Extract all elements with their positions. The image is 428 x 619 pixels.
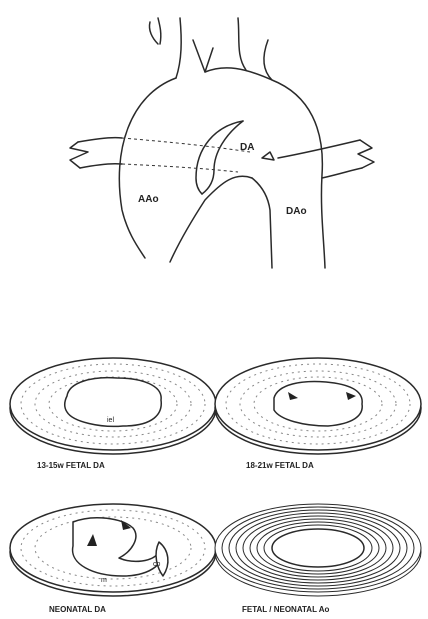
pa-dashed-lower bbox=[122, 164, 238, 172]
caption-18-21w: 18-21w FETAL DA bbox=[246, 461, 314, 470]
left-pa-lower bbox=[80, 164, 122, 168]
label-dao: DAo bbox=[286, 206, 307, 217]
aorta-left-wall bbox=[119, 78, 176, 258]
pa-dashed-upper bbox=[122, 138, 250, 152]
label-iel: iel bbox=[107, 417, 114, 424]
head-vessel-4 bbox=[238, 18, 246, 70]
right-pa-upper bbox=[278, 140, 360, 158]
aorta-inner-wall bbox=[252, 178, 272, 268]
panel-fetal-neonatal-ao: FETAL / NEONATAL Ao bbox=[215, 504, 421, 614]
panel-18-21w-fetal-da: 18-21w FETAL DA bbox=[215, 358, 421, 470]
ductus-flap bbox=[196, 121, 243, 194]
label-da: DA bbox=[240, 142, 254, 153]
lumen bbox=[272, 529, 364, 567]
lumen bbox=[274, 382, 362, 426]
caption-13-15w: 13-15w FETAL DA bbox=[37, 461, 105, 470]
label-co: co bbox=[153, 561, 161, 568]
right-pa-end bbox=[358, 140, 374, 168]
aorta-arch-top bbox=[205, 68, 325, 268]
label-aao: AAo bbox=[138, 194, 159, 205]
left-pa-upper bbox=[78, 138, 122, 142]
head-vessel-1b bbox=[158, 18, 161, 44]
head-vessel-1 bbox=[149, 22, 158, 44]
label-m: m bbox=[101, 577, 107, 584]
head-vessel-2 bbox=[176, 18, 181, 78]
head-vessel-4b bbox=[264, 40, 272, 80]
left-pa-end bbox=[70, 142, 88, 168]
caption-neonatal-da: NEONATAL DA bbox=[49, 605, 106, 614]
panel-13-15w-fetal-da: iel 13-15w FETAL DA bbox=[10, 358, 216, 470]
head-vessel-3 bbox=[193, 40, 213, 72]
da-marker bbox=[262, 152, 274, 160]
pulmonary-trunk bbox=[170, 176, 252, 262]
arch-drawing: DA AAo DAo bbox=[70, 18, 374, 268]
right-pa-lower bbox=[322, 168, 362, 178]
caption-fetal-neonatal-ao: FETAL / NEONATAL Ao bbox=[242, 605, 330, 614]
panel-neonatal-da: m co NEONATAL DA bbox=[10, 504, 216, 614]
